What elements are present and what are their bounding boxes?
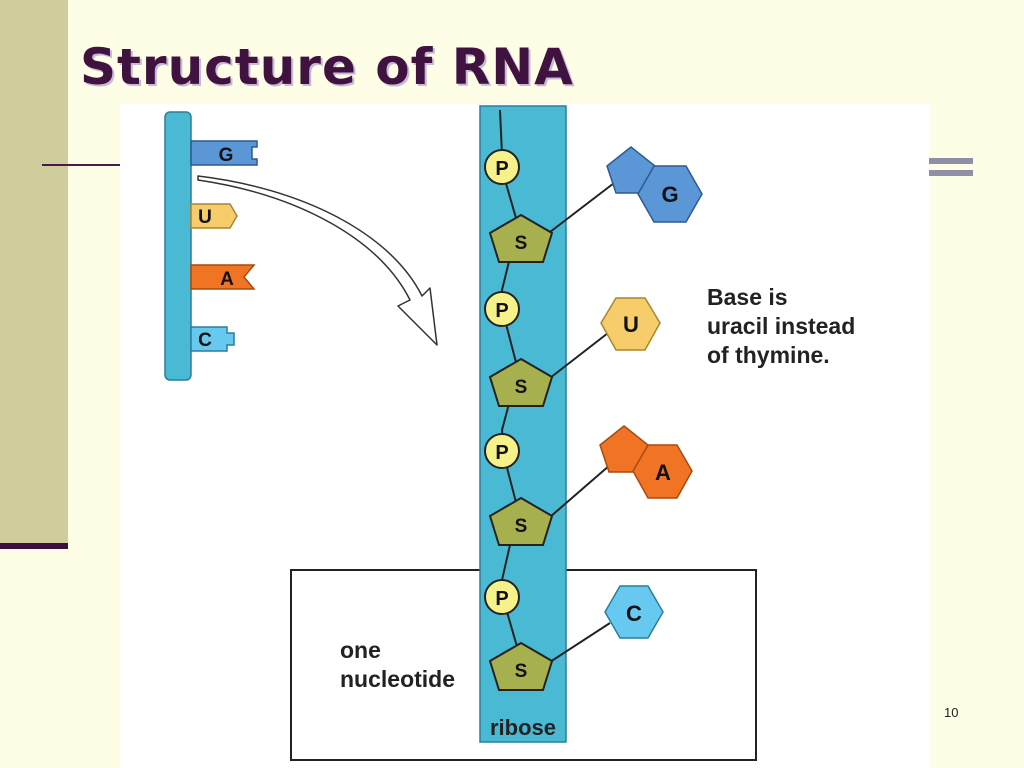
strand-key-label-g: G xyxy=(219,145,234,166)
slide-title: Structure of RNA xyxy=(80,38,574,96)
title-rule-right-bottom xyxy=(929,170,973,176)
base-guanine: G xyxy=(606,146,703,223)
connector-1 xyxy=(549,179,619,233)
strand-key: G U A C xyxy=(164,111,258,381)
phosphate-3: P xyxy=(484,433,520,469)
sugar-4: S xyxy=(488,641,554,691)
nucleotide-label: one nucleotide xyxy=(340,637,455,692)
base-uracil: U xyxy=(600,297,661,351)
connector-4 xyxy=(549,622,611,663)
sugar-label-3: S xyxy=(515,516,528,537)
strand-key-base-g: G xyxy=(190,140,258,166)
zoom-arrow xyxy=(197,175,438,346)
base-label-u: U xyxy=(623,312,639,337)
sugar-3: S xyxy=(488,496,554,546)
page-number: 10 xyxy=(944,705,959,720)
phosphate-2: P xyxy=(484,291,520,327)
ribose-backbone xyxy=(479,105,567,743)
base-cytosine: C xyxy=(604,585,664,639)
strand-key-label-u: U xyxy=(198,207,212,228)
sugar-1: S xyxy=(488,213,554,263)
strand-key-base-c: C xyxy=(190,326,235,352)
title-rule-right-top xyxy=(929,158,973,164)
strand-key-label-a: A xyxy=(220,269,234,290)
ribose-label: ribose xyxy=(490,715,556,740)
nucleotide-label-line-2: nucleotide xyxy=(340,666,455,692)
base-adenine: A xyxy=(599,425,693,499)
strand-key-label-c: C xyxy=(198,330,212,351)
strand-key-base-a: A xyxy=(190,264,256,290)
base-label-g: G xyxy=(661,182,678,207)
base-label-a: A xyxy=(655,460,671,485)
phosphate-1: P xyxy=(484,149,520,185)
left-accent-underline xyxy=(0,543,68,549)
sugar-2: S xyxy=(488,357,554,407)
base-note: Base is uracil instead of thymine. xyxy=(707,284,855,368)
title-rule-left xyxy=(42,164,122,166)
base-note-line-1: Base is xyxy=(707,284,788,310)
sugar-label-1: S xyxy=(515,233,528,254)
left-accent-bar xyxy=(0,0,68,545)
strand-key-backbone xyxy=(164,111,192,381)
base-note-line-2: uracil instead xyxy=(707,313,855,339)
phosphate-label-4: P xyxy=(495,588,508,610)
base-note-line-3: of thymine. xyxy=(707,342,830,368)
phosphate-label-2: P xyxy=(495,300,508,322)
nucleotide-label-line-1: one xyxy=(340,637,381,663)
sugar-label-4: S xyxy=(515,661,528,682)
phosphate-label-1: P xyxy=(495,158,508,180)
phosphate-label-3: P xyxy=(495,442,508,464)
connector-3 xyxy=(549,464,611,518)
sugar-label-2: S xyxy=(515,377,528,398)
phosphate-4: P xyxy=(484,579,520,615)
strand-key-base-u: U xyxy=(190,203,238,229)
base-label-c: C xyxy=(626,601,642,626)
connector-2 xyxy=(549,332,609,379)
